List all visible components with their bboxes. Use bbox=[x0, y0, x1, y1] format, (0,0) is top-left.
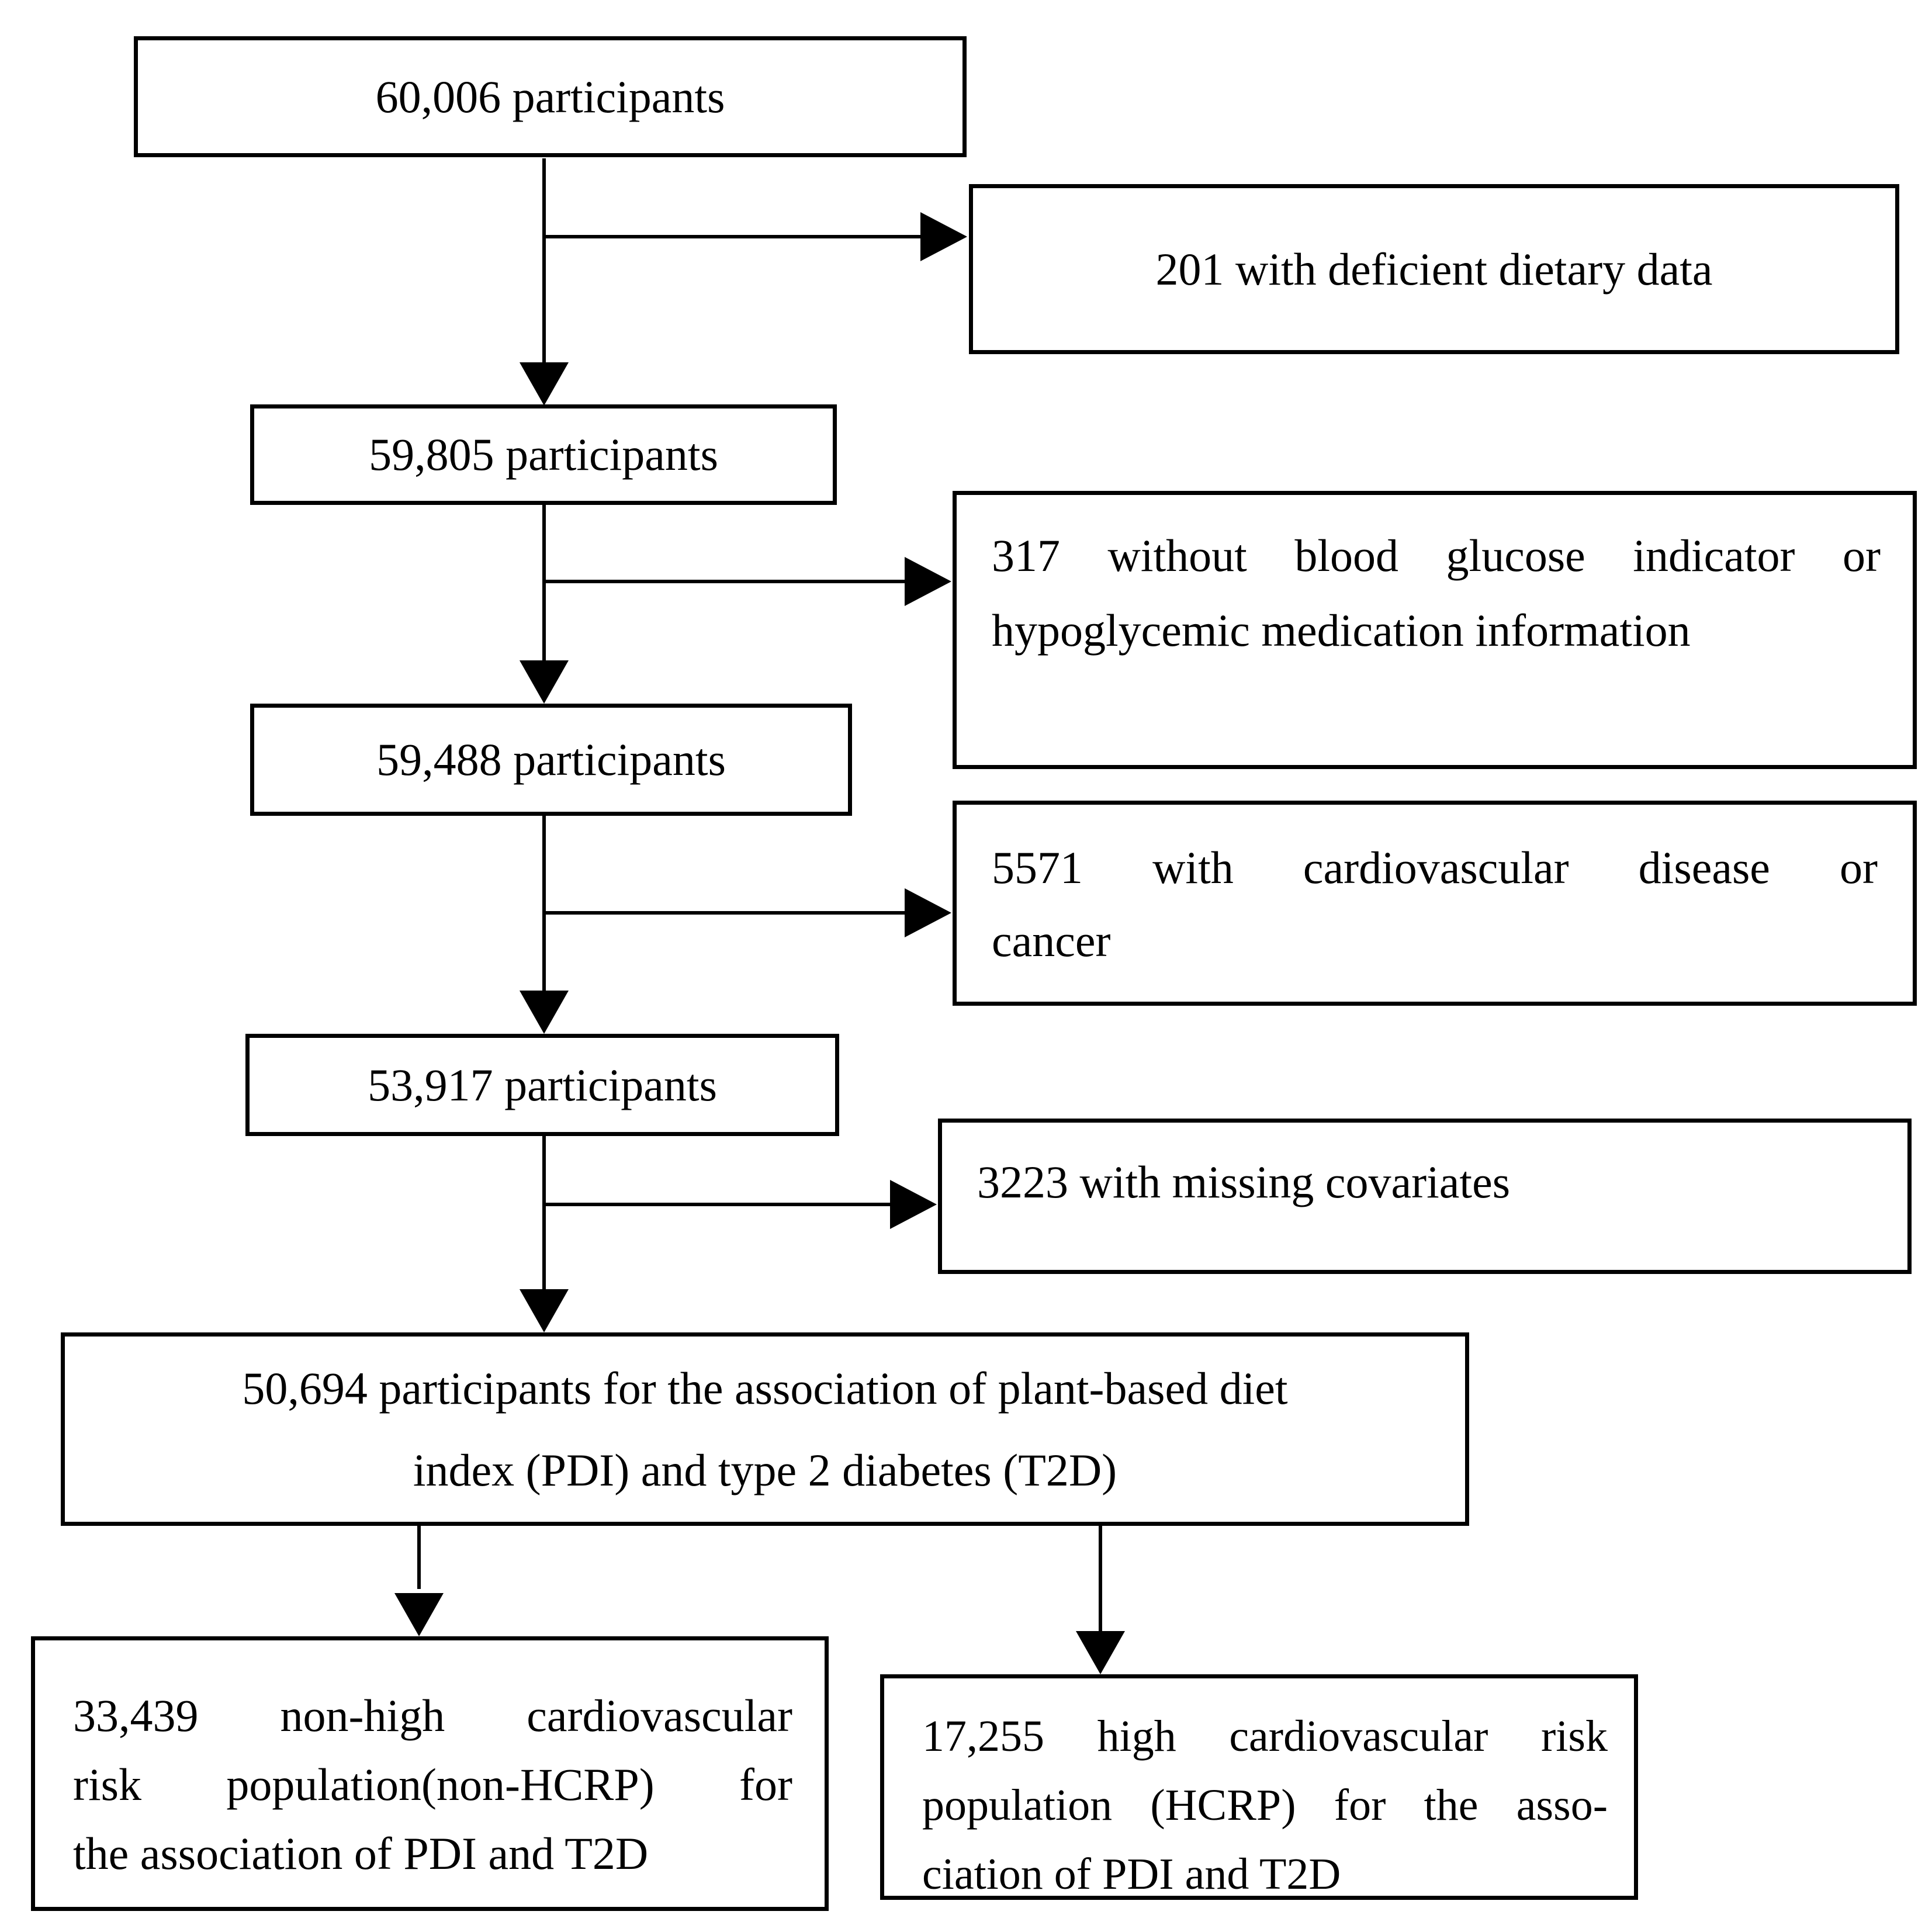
arrowhead-right-icon bbox=[890, 1180, 937, 1229]
exclusion-arrow-3 bbox=[544, 911, 905, 915]
arrowhead-down-icon bbox=[394, 1593, 444, 1636]
box-line: population (HCRP) for the asso- bbox=[922, 1781, 1608, 1830]
box-59488-participants: 59,488 participants bbox=[250, 704, 852, 816]
box-label: 60,006 participants bbox=[375, 71, 725, 122]
box-line: the association of PDI and T2D bbox=[73, 1828, 649, 1879]
arrowhead-right-icon bbox=[905, 557, 951, 606]
arrowhead-down-icon bbox=[520, 362, 569, 406]
box-53917-participants: 53,917 participants bbox=[245, 1034, 839, 1136]
arrowhead-right-icon bbox=[905, 888, 951, 937]
box-3223-excluded: 3223 with missing covariates bbox=[938, 1119, 1912, 1274]
box-label: 3223 with missing covariates bbox=[977, 1157, 1511, 1207]
box-5571-excluded: 5571 with cardiovascular disease or canc… bbox=[953, 801, 1917, 1006]
box-line: 33,439 non-high cardiovascular bbox=[73, 1690, 792, 1741]
box-label: 53,917 participants bbox=[368, 1059, 717, 1110]
box-line: ciation of PDI and T2D bbox=[922, 1850, 1341, 1899]
box-line: 17,255 high cardiovascular risk bbox=[922, 1712, 1608, 1761]
arrowhead-down-icon bbox=[520, 660, 569, 704]
box-line: hypoglycemic medication information bbox=[992, 605, 1691, 656]
box-317-excluded: 317 without blood glucose indicator or h… bbox=[953, 491, 1917, 769]
box-line: index (PDI) and type 2 diabetes (T2D) bbox=[413, 1444, 1117, 1495]
arrowhead-down-icon bbox=[520, 1289, 569, 1332]
arrowhead-down-icon bbox=[1076, 1631, 1125, 1674]
flow-arrow-down-1 bbox=[542, 158, 546, 366]
box-line: 50,694 participants for the association … bbox=[242, 1362, 1288, 1414]
arrowhead-right-icon bbox=[920, 212, 967, 261]
box-59805-participants: 59,805 participants bbox=[250, 404, 837, 505]
exclusion-arrow-2 bbox=[544, 580, 905, 583]
box-line: risk population(non-HCRP) for bbox=[73, 1759, 792, 1810]
box-50694-participants: 50,694 participants for the association … bbox=[61, 1332, 1469, 1526]
split-arrow-right bbox=[1099, 1526, 1102, 1633]
box-201-excluded: 201 with deficient dietary data bbox=[969, 184, 1899, 354]
flow-arrow-down-2 bbox=[542, 504, 546, 662]
box-line: 317 without blood glucose indicator or bbox=[992, 530, 1881, 581]
exclusion-arrow-1 bbox=[544, 235, 920, 238]
exclusion-arrow-4 bbox=[544, 1203, 890, 1206]
box-33439-non-hcrp: 33,439 non-high cardiovascular risk popu… bbox=[31, 1636, 829, 1911]
box-label: 59,805 participants bbox=[369, 429, 718, 480]
box-label: 59,488 participants bbox=[376, 734, 726, 785]
flow-arrow-down-4 bbox=[542, 1135, 546, 1291]
arrowhead-down-icon bbox=[520, 991, 569, 1034]
box-label: 201 with deficient dietary data bbox=[1155, 243, 1713, 295]
box-60006-participants: 60,006 participants bbox=[134, 36, 967, 157]
box-line: 5571 with cardiovascular disease or bbox=[992, 842, 1878, 893]
box-17255-hcrp: 17,255 high cardiovascular risk populati… bbox=[880, 1674, 1638, 1900]
split-arrow-left bbox=[417, 1526, 421, 1589]
box-line: cancer bbox=[992, 915, 1111, 966]
flow-arrow-down-3 bbox=[542, 816, 546, 992]
